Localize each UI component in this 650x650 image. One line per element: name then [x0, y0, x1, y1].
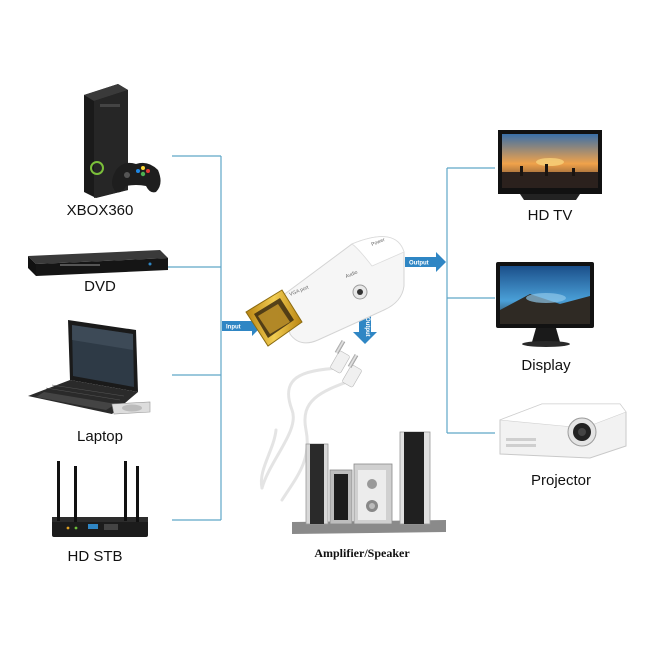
- output-arrow-video-label: Output: [409, 261, 429, 267]
- output-label-tv: HD TV: [527, 207, 573, 224]
- output-label-projector: Projector: [530, 472, 592, 489]
- input-arrow-label: Input: [226, 325, 241, 331]
- source-label-dvd: DVD: [84, 278, 116, 295]
- hdmi-vga-adapter-icon: Power Audio VGA port: [245, 236, 405, 347]
- projector-icon: [499, 403, 627, 459]
- router-stb-icon: [52, 461, 148, 537]
- audio-label: Amplifier/Speaker: [314, 546, 410, 560]
- source-label-stb: HD STB: [67, 548, 123, 565]
- output-arrow-audio-label: Output: [364, 317, 370, 337]
- audio-jack-icon: [330, 339, 362, 388]
- xbox-console-icon: [84, 84, 161, 198]
- audio-cable-icon: [259, 366, 354, 502]
- laptop-icon: [28, 320, 151, 415]
- dvd-player-icon: [28, 250, 168, 276]
- tv-icon: [498, 130, 602, 200]
- source-label-xbox: XBOX360: [66, 202, 134, 219]
- input-lines: [168, 155, 222, 521]
- output-arrow-video: Output: [405, 252, 446, 272]
- output-lines: [446, 167, 495, 434]
- speaker-system-icon: [292, 431, 446, 534]
- adapter-audio-label: Audio: [345, 269, 359, 279]
- source-label-laptop: Laptop: [77, 428, 123, 445]
- adapter-power-label: Power: [371, 237, 387, 248]
- monitor-icon: [496, 262, 594, 347]
- output-label-display: Display: [521, 357, 571, 374]
